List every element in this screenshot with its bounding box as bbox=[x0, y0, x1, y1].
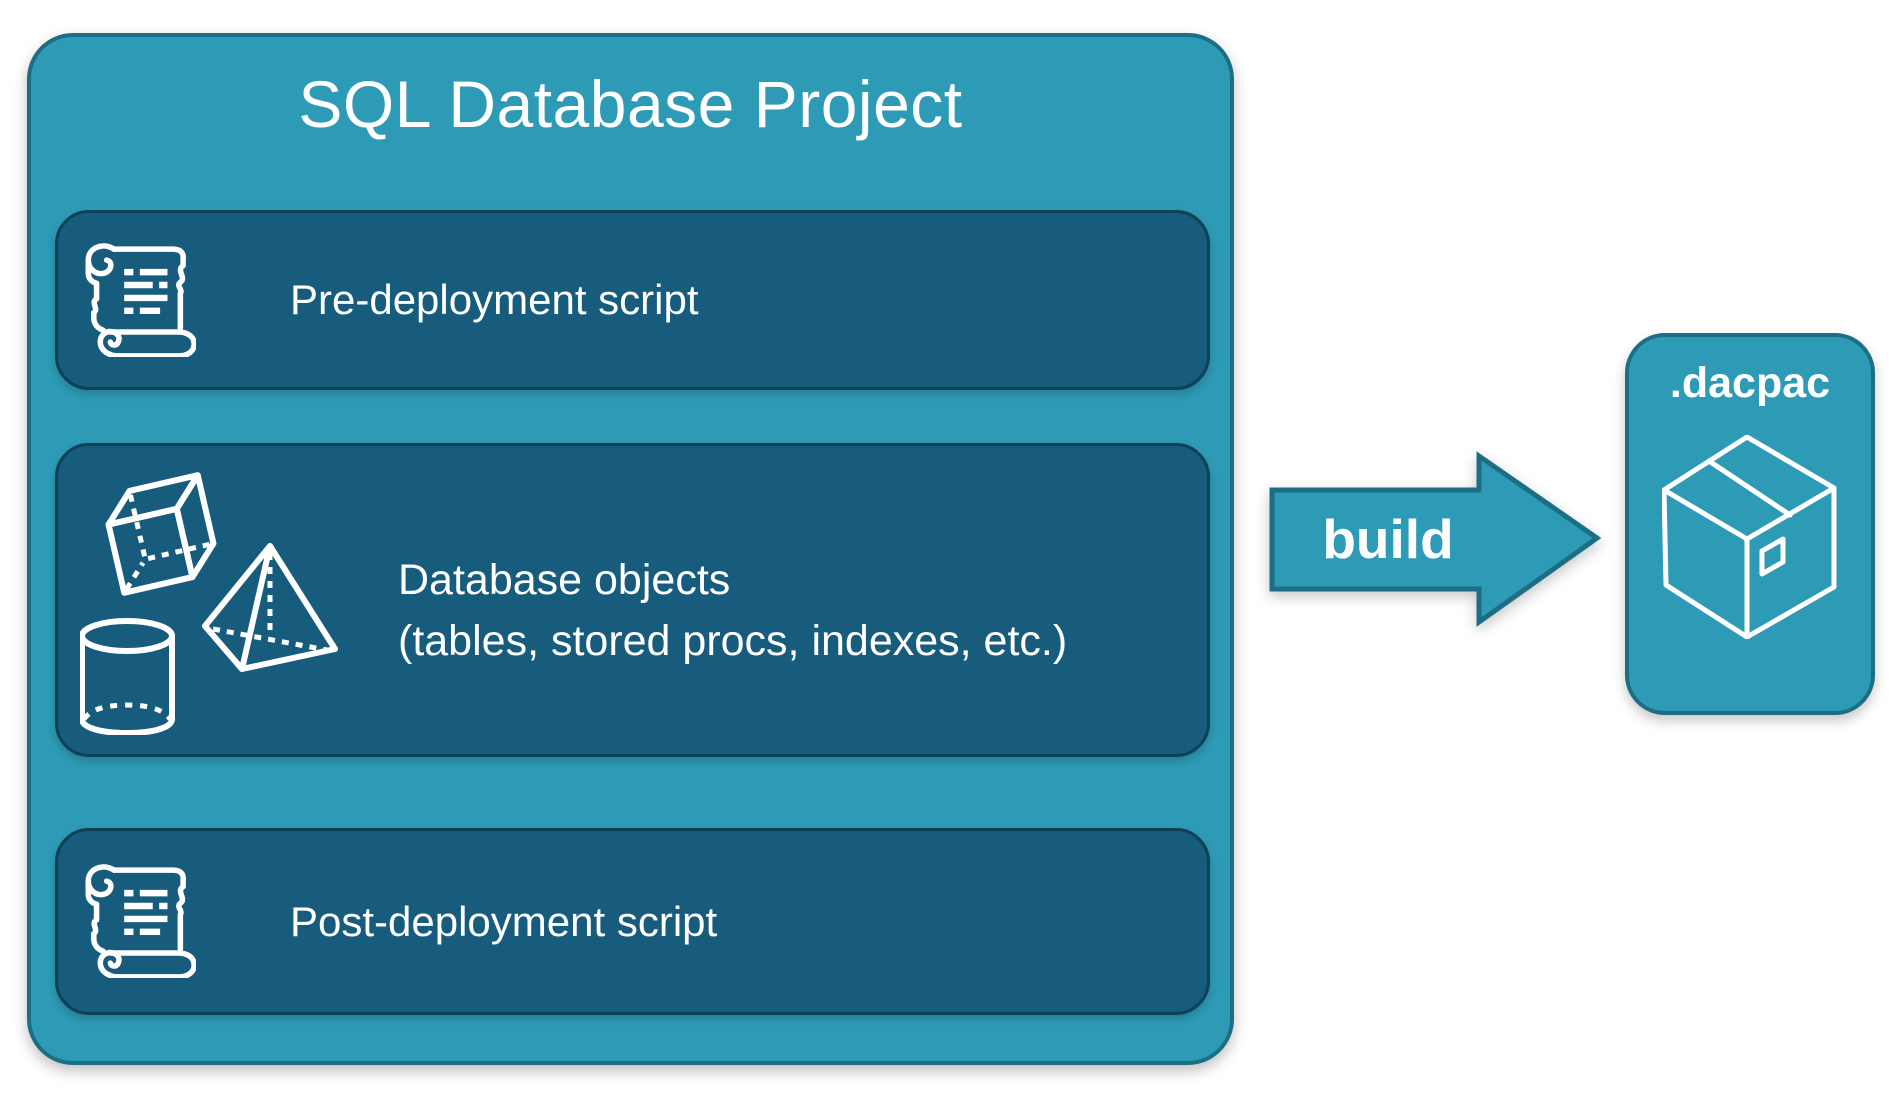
build-label: build bbox=[1322, 508, 1454, 570]
database-objects-sublabel: (tables, stored procs, indexes, etc.) bbox=[398, 617, 1068, 665]
post-deployment-label: Post-deployment script bbox=[290, 897, 718, 945]
database-objects-panel: Database objects (tables, stored procs, … bbox=[55, 443, 1210, 757]
build-arrow bbox=[1269, 451, 1602, 627]
cylinder-shape bbox=[79, 618, 175, 736]
dacpac-label: .dacpac bbox=[1669, 359, 1831, 407]
pre-deployment-panel: Pre-deployment script bbox=[55, 210, 1210, 390]
post-deployment-panel: Post-deployment script bbox=[55, 828, 1210, 1015]
database-objects-text: Database objects (tables, stored procs, … bbox=[398, 528, 1067, 672]
database-objects-label: Database objects bbox=[398, 556, 731, 604]
dacpac-box: .dacpac bbox=[1625, 333, 1875, 715]
project-title: SQL Database Project bbox=[298, 67, 963, 141]
cube-shape bbox=[105, 472, 217, 596]
pyramid-shape bbox=[202, 543, 338, 672]
scroll-icon bbox=[80, 237, 197, 362]
geometric-shapes-icon bbox=[79, 469, 344, 740]
pre-deployment-label: Pre-deployment script bbox=[290, 276, 699, 323]
scroll-icon bbox=[80, 858, 197, 983]
package-icon bbox=[1661, 434, 1838, 644]
